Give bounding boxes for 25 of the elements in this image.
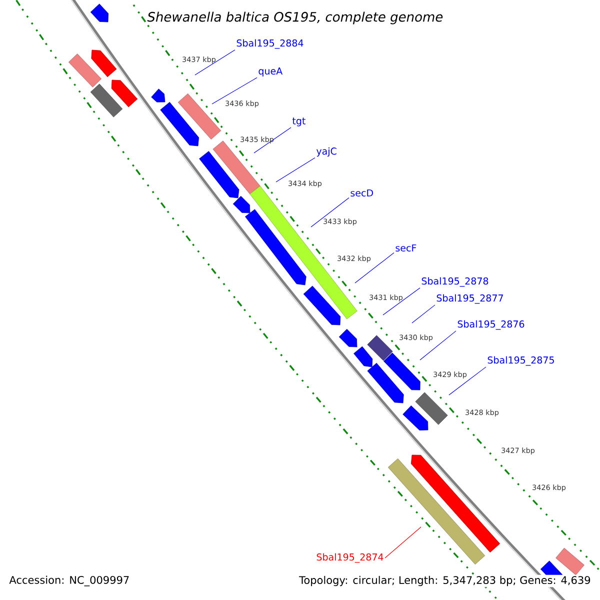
leader-line — [412, 304, 436, 324]
leader-line — [276, 157, 316, 182]
leader-line — [354, 252, 394, 284]
gene-label: Sbal195_2874 — [316, 553, 384, 563]
gene-label: Sbal195_2877 — [436, 294, 503, 304]
footer-text: Accession: NC_009997 — [8, 574, 131, 588]
gene-label: Sbal195_2875 — [488, 356, 554, 366]
gene-label: yajC — [316, 147, 336, 157]
leader-line — [310, 197, 350, 228]
footer-text: Topology: circular; Length: 5,347,283 bp; Genes: 4,639 — [298, 574, 592, 588]
leader-line — [254, 127, 292, 154]
gene-label: Sbal195_2884 — [236, 39, 304, 49]
leader-line — [194, 50, 236, 76]
leader-line — [448, 366, 486, 396]
gene-label: secD — [350, 189, 373, 197]
gene-label: secF — [396, 244, 416, 252]
gene-label: queA — [258, 68, 283, 76]
leader-line — [382, 288, 420, 316]
leader-line — [384, 526, 422, 558]
gene-label: tgt — [292, 118, 306, 126]
gene-label: Sbal195_2876 — [458, 320, 524, 330]
leader-line — [212, 77, 258, 104]
title: Shewanella baltica OS195, complete genome — [147, 12, 443, 24]
leader-line — [420, 330, 456, 360]
gene-label: Sbal195_2878 — [422, 277, 488, 287]
